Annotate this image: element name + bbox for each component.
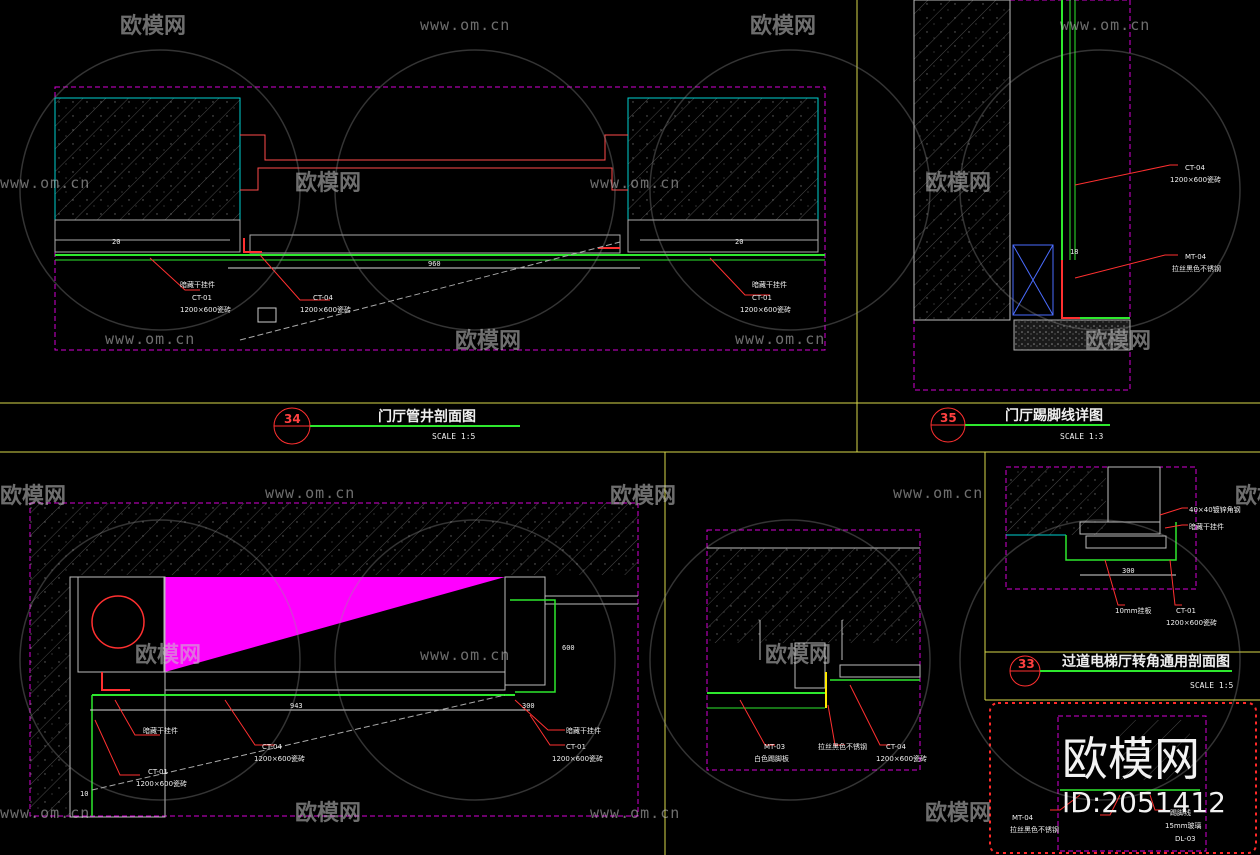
detail-35-drawing: 18 CT-04 1200×600瓷砖 MT-04 拉丝黑色不锈钢: [913, 0, 1221, 391]
detail-34-number: 34: [284, 412, 301, 426]
d33-label-d: CT-01: [1176, 607, 1196, 615]
wm-url-9: www.om.cn: [420, 646, 510, 664]
detail-35-scale: SCALE 1:3: [1060, 432, 1104, 441]
detail-33-drawing: 300 40×40镀锌角钢 暗藏干挂件 10mm挂板 CT-01 1200×60…: [1005, 466, 1241, 627]
d33-label-b: 暗藏干挂件: [1189, 522, 1224, 531]
b1-dim-c: 600: [562, 644, 575, 652]
d34-label-mid-a: CT-04: [313, 294, 334, 302]
wm-brand-10: 欧模网: [135, 642, 201, 668]
detail-34-drawing: 20 960 20 暗藏干挂件 CT-01 1200×600瓷砖 CT-04 1…: [54, 86, 826, 351]
d34-label-right-a: 暗藏干挂件: [752, 280, 787, 289]
wm-brand-12: 欧模网: [295, 800, 361, 826]
bottom-right-revision-cloud: MT-04 拉丝黑色不锈钢 踢脚线 15mm玻璃 DL-03: [989, 702, 1257, 854]
d33-label-c: 10mm挂板: [1115, 606, 1152, 615]
detail-33-title: 过道电梯厅转角通用剖面图: [1062, 653, 1230, 670]
d35-dim-a: 18: [1070, 248, 1078, 256]
wm-url-4: www.om.cn: [590, 174, 680, 192]
detail-35-number: 35: [940, 411, 957, 425]
d34-label-right-b: CT-01: [752, 294, 772, 302]
detail-35-title: 门厅踢脚线详图: [1005, 407, 1103, 424]
detail-35-title-block: 35 门厅踢脚线详图 SCALE 1:3: [930, 407, 1110, 443]
b2-label-a: MT-03: [764, 743, 785, 751]
detail-33-number: 33: [1018, 657, 1035, 671]
wm-url-11: www.om.cn: [590, 804, 680, 822]
d34-dim-c: 20: [735, 238, 743, 246]
wm-url-1: www.om.cn: [420, 16, 510, 34]
wm-brand-13: 欧模网: [925, 800, 991, 826]
wm-brand-11: 欧模网: [765, 642, 831, 668]
d34-label-left-a: 暗藏干挂件: [180, 280, 215, 289]
wm-url-3: www.om.cn: [0, 174, 90, 192]
b1-label-c: 1200×600瓷砖: [136, 779, 187, 788]
detail-34-title-block: 34 门厅管井剖面图 SCALE 1:5: [273, 407, 520, 445]
wm-brand-3: 欧模网: [295, 170, 361, 196]
wm-url-10: www.om.cn: [0, 804, 90, 822]
detail-34-scale: SCALE 1:5: [432, 432, 476, 441]
d33-label-e: 1200×600瓷砖: [1166, 618, 1217, 627]
wm-url-7: www.om.cn: [265, 484, 355, 502]
wm-url-2: www.om.cn: [1060, 16, 1150, 34]
wm-brand-1: 欧模网: [120, 13, 186, 39]
wm-id: ID:2051412: [1062, 786, 1226, 819]
d34-dim-a: 20: [112, 238, 120, 246]
wm-brand-9: 欧模网: [1235, 483, 1260, 509]
d33-dim-a: 300: [1122, 567, 1135, 575]
b1-label-a: 暗藏干挂件: [143, 726, 178, 735]
wm-brand-7: 欧模网: [0, 483, 66, 509]
wm-brand-5: 欧模网: [455, 328, 521, 354]
br-label-e: DL-03: [1175, 835, 1196, 843]
watermark-layer: www.om.cn www.om.cn www.om.cn www.om.cn …: [0, 13, 1260, 826]
br-label-a: MT-04: [1012, 814, 1034, 822]
br-label-b: 拉丝黑色不锈钢: [1010, 825, 1059, 834]
wm-url-6: www.om.cn: [735, 330, 825, 348]
b1-label-f: 暗藏干挂件: [566, 726, 601, 735]
b1-label-g: CT-01: [566, 743, 586, 751]
wm-url-8: www.om.cn: [893, 484, 983, 502]
d34-label-right-c: 1200×600瓷砖: [740, 305, 791, 314]
b2-label-e: 1200×600瓷砖: [876, 754, 927, 763]
b2-label-c: 拉丝黑色不锈钢: [818, 742, 867, 751]
wm-brand-large: 欧模网: [1062, 732, 1200, 786]
detail-34-title: 门厅管井剖面图: [378, 408, 476, 425]
d34-dim-b: 960: [428, 260, 441, 268]
b1-dim-d: 10: [80, 790, 88, 798]
b1-label-e: 1200×600瓷砖: [254, 754, 305, 763]
b1-label-b: CT-01: [148, 768, 168, 776]
d34-label-mid-b: 1200×600瓷砖: [300, 305, 351, 314]
d34-label-left-c: 1200×600瓷砖: [180, 305, 231, 314]
bottom-middle-section-drawing: MT-03 白色踢脚板 拉丝黑色不锈钢 CT-04 1200×600瓷砖: [706, 529, 927, 771]
wm-brand-4: 欧模网: [925, 170, 991, 196]
br-label-d: 15mm玻璃: [1165, 821, 1202, 830]
detail-33-title-block: 33 过道电梯厅转角通用剖面图 SCALE 1:5: [1009, 653, 1234, 690]
b2-label-d: CT-04: [886, 743, 907, 751]
wm-brand-6: 欧模网: [1085, 328, 1151, 354]
wm-brand-8: 欧模网: [610, 483, 676, 509]
b2-label-b: 白色踢脚板: [754, 754, 789, 763]
d35-label-b: 1200×600瓷砖: [1170, 175, 1221, 184]
d35-label-c: MT-04: [1185, 253, 1207, 261]
wm-url-5: www.om.cn: [105, 330, 195, 348]
detail-33-scale: SCALE 1:5: [1190, 681, 1234, 690]
b1-label-h: 1200×600瓷砖: [552, 754, 603, 763]
d33-label-a: 40×40镀锌角钢: [1189, 505, 1241, 514]
wm-brand-2: 欧模网: [750, 13, 816, 39]
b1-label-d: CT-04: [262, 743, 283, 751]
br-label-c: 踢脚线: [1170, 808, 1191, 817]
b1-dim-a: 943: [290, 702, 303, 710]
d35-label-d: 拉丝黑色不锈钢: [1172, 264, 1221, 273]
bottom-left-section-drawing: 943 300 600 10 暗藏干挂件 CT-04 1200×600瓷砖 CT…: [29, 502, 639, 818]
d34-label-left-b: CT-01: [192, 294, 212, 302]
d35-label-a: CT-04: [1185, 164, 1206, 172]
b1-dim-b: 300: [522, 702, 535, 710]
